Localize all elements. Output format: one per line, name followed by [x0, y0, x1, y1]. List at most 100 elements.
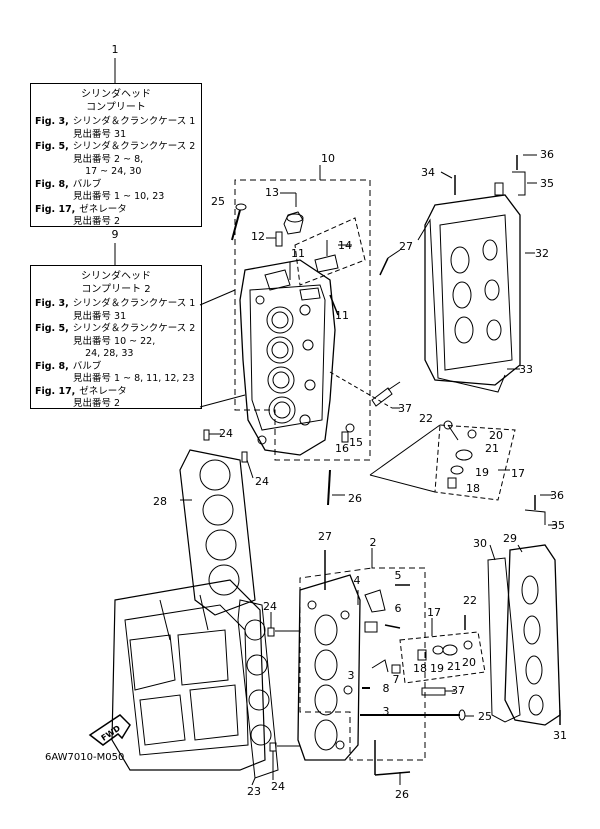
part-number-label: 30: [473, 537, 487, 550]
part-7-cap: [391, 664, 401, 674]
part-number-label: 32: [535, 247, 549, 260]
part-number-label: 20: [489, 429, 503, 442]
part-number-label: 23: [247, 785, 261, 798]
part-20-oring-upper: [467, 429, 477, 439]
box9-ref-text: 見出番号 10 ~ 22,: [73, 335, 156, 347]
part-number-label: 3: [383, 705, 390, 718]
fwd-arrow-icon: [88, 714, 131, 746]
box9-ref-row: Fig. 5,シリンダ＆クランクケース 2: [31, 323, 201, 336]
box9-ref-fig: Fig. 17,: [35, 385, 76, 397]
leader-box9-head: [199, 289, 236, 306]
part-number-label: 36: [550, 489, 564, 502]
part-number-label: 22: [463, 594, 477, 607]
box1-ref-row: 見出番号 2 ~ 8,: [31, 154, 201, 167]
box9-ref-row: Fig. 8,バルブ: [31, 361, 201, 374]
drawing-code: 6AW7010-M050: [45, 752, 124, 763]
part-number-label: 35: [540, 177, 554, 190]
part-27-bolt-upper: [379, 257, 389, 276]
box1-title2: コンプリート: [86, 101, 146, 113]
frame-group-17-lower: [399, 631, 486, 684]
part-number-label: 24: [271, 780, 285, 793]
part-number-label: 19: [475, 466, 489, 479]
part-number-label: 21: [485, 442, 499, 455]
box9-ref-text: 見出番号 2: [73, 398, 121, 409]
box9-ref-text: バルブ: [72, 360, 102, 372]
box9-ref-text: ゼネレータ: [79, 385, 127, 397]
part-number-label: 3: [348, 669, 355, 682]
dowel-24-a: [203, 429, 210, 441]
part-35-bracket-lower: [524, 509, 546, 525]
box9-ref-row: 見出番号 31: [31, 311, 201, 324]
part-number-label: 29: [503, 532, 517, 545]
part-number-label: 13: [265, 186, 279, 199]
part-number-label: 31: [553, 729, 567, 742]
gasket-30: [487, 557, 521, 723]
part-21-sensor-upper: [455, 449, 473, 461]
part-11-bolt-b: [329, 294, 339, 316]
part-number-label: 33: [519, 363, 533, 376]
part-4-sensor: [364, 589, 386, 613]
part-number-label: 24: [219, 427, 233, 440]
box1-ref-row: Fig. 17,ゼネレータ: [31, 204, 201, 217]
dowel-24-c: [267, 627, 275, 637]
part-number-label: 10: [321, 152, 335, 165]
box9-ref-fig: Fig. 3,: [35, 298, 69, 309]
frame-group-14: [294, 217, 366, 286]
part-15-washer: [345, 423, 355, 433]
box9-number: 9: [112, 228, 119, 241]
box1-ref-fig: Fig. 3,: [35, 116, 69, 127]
box1-ref-row: Fig. 3,シリンダ＆クランクケース 1: [31, 116, 201, 129]
box1-ref-fig: Fig. 5,: [35, 141, 69, 152]
box9-ref-fig: Fig. 5,: [35, 323, 69, 334]
part-number-label: 6: [395, 602, 402, 615]
box1-ref-row: Fig. 8,バルブ: [31, 179, 201, 192]
part-26-bolt-upper: [327, 469, 331, 506]
box1-ref-row: 17 ~ 24, 30: [31, 166, 201, 179]
part-14-bracket: [314, 254, 339, 273]
part-number-label: 16: [335, 442, 349, 455]
box9-ref-text: シリンダ＆クランクケース 2: [72, 323, 196, 334]
part-number-label: 20: [462, 656, 476, 669]
box9-ref-text: シリンダ＆クランクケース 1: [72, 298, 196, 309]
part-number-label: 11: [335, 309, 349, 322]
part-number-label: 17: [427, 606, 441, 619]
part-13-sensor: [283, 211, 304, 235]
part-number-label: 36: [540, 148, 554, 161]
part-18-plug-lower: [417, 649, 427, 661]
part-number-label: 14: [338, 239, 352, 252]
part-18-plug-upper: [447, 477, 457, 489]
box9-ref-text: 見出番号 31: [73, 310, 127, 322]
part-37-plug-upper: [371, 387, 393, 407]
part-13-cap: [286, 213, 304, 223]
lower-cam-cover: [504, 544, 561, 726]
part-number-label: 25: [478, 710, 492, 723]
box1-ref-text: シリンダ＆クランクケース 1: [72, 116, 196, 127]
part-number-label: 24: [263, 600, 277, 613]
box9-ref-row: 見出番号 1 ~ 8, 11, 12, 23: [31, 373, 201, 386]
part-number-label: 19: [430, 662, 444, 675]
box1-number: 1: [112, 43, 119, 56]
box9-ref-row: Fig. 3,シリンダ＆クランクケース 1: [31, 298, 201, 311]
part-25-bolt: [231, 209, 241, 241]
part-number-label: 24: [255, 475, 269, 488]
box1-ref-text: 見出番号 2: [73, 216, 121, 227]
part-number-label: 35: [551, 519, 565, 532]
part-21-sensor-lower: [442, 644, 458, 656]
box1-ref-row: 見出番号 1 ~ 10, 23: [31, 191, 201, 204]
box1-ref-text: 見出番号 1 ~ 10, 23: [73, 191, 165, 202]
part-number-label: 7: [393, 673, 400, 686]
box1-ref-text: 見出番号 31: [73, 128, 127, 140]
box1-ref-text: 17 ~ 24, 30: [73, 166, 142, 177]
box1-ref-text: シリンダ＆クランクケース 2: [72, 141, 196, 152]
box9-ref-row: Fig. 17,ゼネレータ: [31, 386, 201, 399]
box9-title2: コンプリート 2: [81, 283, 151, 295]
dowel-24-b: [241, 451, 248, 463]
part-number-label: 28: [153, 495, 167, 508]
box1-ref-row: 見出番号 2: [31, 216, 201, 229]
upper-cylinder-head: [239, 259, 336, 456]
part-number-label: 17: [511, 467, 525, 480]
part-6-fitting: [364, 621, 378, 633]
